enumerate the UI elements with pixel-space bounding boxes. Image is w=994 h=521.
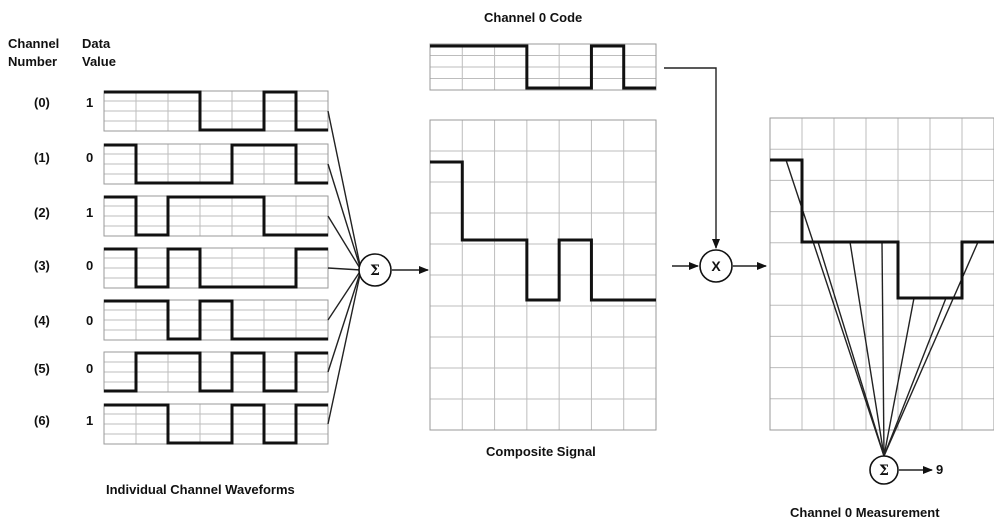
channel-data-value: 1 bbox=[86, 413, 94, 428]
channel-label: (3) bbox=[34, 258, 50, 273]
channel-label: (1) bbox=[34, 150, 50, 165]
measurement-connector bbox=[883, 297, 947, 457]
sum-symbol: Σ bbox=[370, 263, 380, 279]
channel-data-value: 0 bbox=[86, 258, 94, 273]
channel-label: (5) bbox=[34, 361, 50, 376]
channel-data-value: 1 bbox=[86, 95, 94, 110]
channel-connector bbox=[327, 269, 362, 321]
composite-grid bbox=[429, 119, 657, 431]
channel0-code-grid bbox=[429, 43, 657, 91]
channel-grid bbox=[103, 403, 329, 445]
measurement-connector bbox=[883, 297, 915, 457]
composite-signal-label: Composite Signal bbox=[486, 444, 596, 459]
measurement-sum-node bbox=[869, 455, 899, 485]
sum-node bbox=[358, 253, 392, 287]
channel-waveform bbox=[104, 247, 328, 289]
data-value-header-line1: Data bbox=[82, 36, 111, 51]
channel-connector bbox=[327, 215, 362, 271]
channel-waveform bbox=[104, 351, 328, 393]
channel-connector bbox=[327, 110, 362, 271]
channel-connector bbox=[327, 163, 362, 271]
channel-label: (0) bbox=[34, 95, 50, 110]
channel-waveform bbox=[104, 299, 328, 341]
channel-grid bbox=[103, 195, 329, 237]
measurement-sum-symbol: Σ bbox=[879, 463, 889, 479]
channel0-code-waveform bbox=[430, 44, 656, 90]
measurement-connector bbox=[817, 241, 885, 457]
channel0-measurement-label: Channel 0 Measurement bbox=[790, 505, 940, 520]
individual-waveforms-label: Individual Channel Waveforms bbox=[106, 482, 295, 497]
channel-waveform bbox=[104, 403, 328, 445]
channel-number-header-line2: Number bbox=[8, 54, 58, 69]
channel-grid bbox=[103, 143, 329, 185]
measurement-waveform bbox=[770, 158, 994, 300]
channel-grid bbox=[103, 351, 329, 393]
channel-data-value: 0 bbox=[86, 150, 94, 165]
channel-connector bbox=[327, 269, 362, 373]
channel-label: (4) bbox=[34, 313, 50, 328]
channel-data-value: 0 bbox=[86, 313, 94, 328]
channel-waveform bbox=[104, 143, 328, 185]
multiply-node bbox=[699, 249, 733, 283]
data-value-header-line2: Value bbox=[82, 54, 116, 69]
measurement-connector bbox=[881, 241, 885, 457]
channel0-code-title: Channel 0 Code bbox=[484, 10, 583, 25]
channel-waveform bbox=[104, 195, 328, 237]
channel-label: (2) bbox=[34, 205, 50, 220]
channel-data-value: 1 bbox=[86, 205, 94, 220]
channel-data-value: 0 bbox=[86, 361, 94, 376]
composite-waveform bbox=[430, 160, 656, 302]
channel-grid bbox=[103, 299, 329, 341]
arrow-code-to-multiplier bbox=[664, 67, 720, 249]
channel-grid bbox=[103, 90, 329, 132]
multiply-symbol: X bbox=[711, 258, 721, 274]
channel-label: (6) bbox=[34, 413, 50, 428]
channel-grid bbox=[103, 247, 329, 289]
channel-connector bbox=[327, 269, 362, 425]
channel-waveform bbox=[104, 90, 328, 132]
channel-connector bbox=[327, 267, 362, 271]
channel-number-header-line1: Channel bbox=[8, 36, 60, 51]
measurement-connector bbox=[849, 241, 885, 457]
measurement-result: 9 bbox=[936, 462, 944, 477]
